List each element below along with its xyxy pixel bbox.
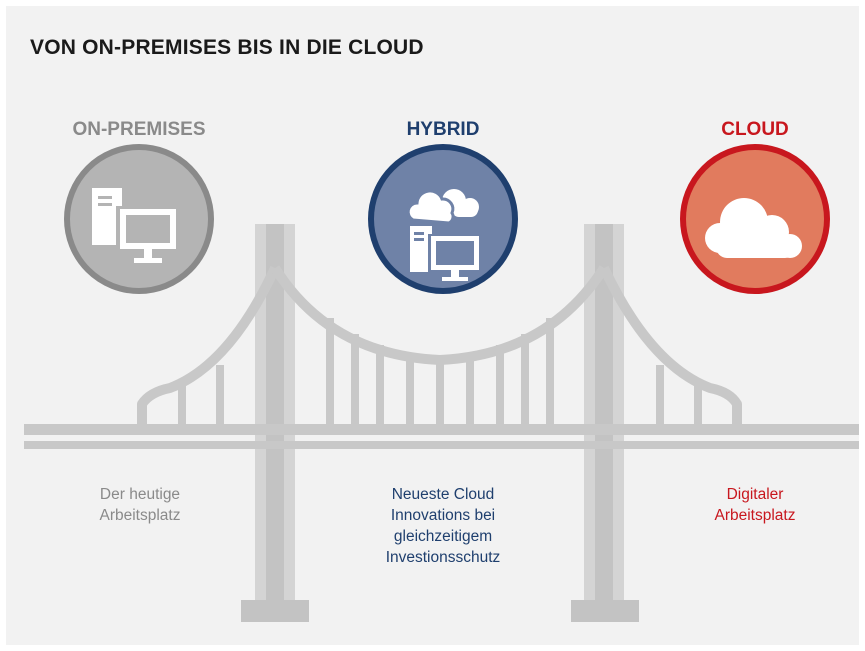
bridge-deck: [24, 424, 859, 449]
description-line: gleichzeitigem: [393, 528, 493, 545]
description-line: Arbeitsplatz: [714, 507, 796, 524]
cloud-server-monitor-icon: [406, 189, 480, 281]
description-line: Der heutige: [99, 486, 181, 503]
page-title: VON ON-PREMISES BIS IN DIE CLOUD: [30, 36, 424, 59]
cloud-circle: [680, 144, 830, 294]
heading-hybrid: HYBRID: [406, 119, 480, 140]
description-line: Arbeitsplatz: [99, 507, 181, 524]
cloud-icon: [705, 198, 802, 258]
description-cloud: Digitaler Arbeitsplatz: [655, 484, 855, 526]
description-line: Innovations bei: [390, 507, 496, 524]
bridge-hangers: [178, 318, 702, 428]
description-hybrid: Neueste Cloud Innovations bei gleichzeit…: [343, 484, 543, 568]
server-monitor-icon: [92, 188, 176, 263]
background-panel: [6, 6, 859, 645]
right-tower: [571, 224, 639, 622]
heading-on-premises: ON-PREMISES: [72, 119, 206, 140]
on-premises-circle: [64, 144, 214, 294]
heading-cloud: CLOUD: [721, 119, 789, 140]
description-line: Neueste Cloud: [391, 486, 495, 503]
description-on-premises: Der heutige Arbeitsplatz: [40, 484, 240, 526]
description-line: Investionsschutz: [385, 549, 501, 566]
left-tower: [241, 224, 309, 622]
description-line: Digitaler: [726, 486, 784, 503]
hybrid-circle: [368, 144, 518, 294]
